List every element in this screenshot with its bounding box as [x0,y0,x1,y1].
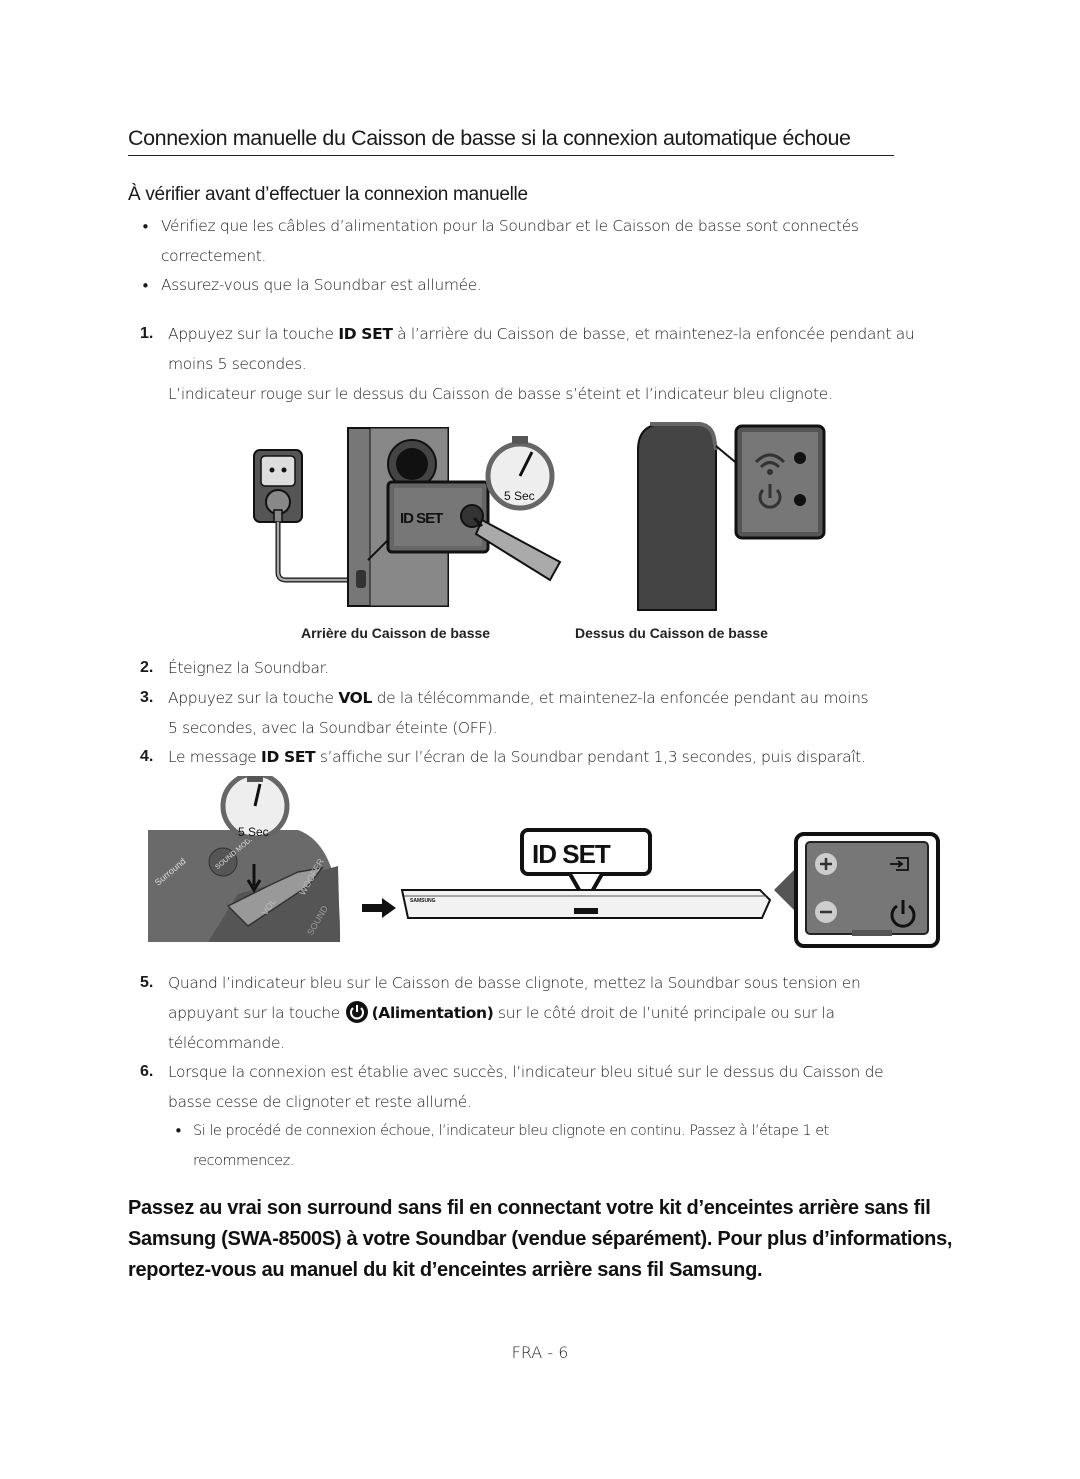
step-number: 4. [140,748,154,765]
caption-top: Dessus du Caisson de basse [575,625,768,641]
bullet-dot: • [174,1122,183,1140]
bullet-1-line-2: correctement. [161,247,266,265]
remote-control-illustration: Surround SOUND MODE VOL WOOFER SOUND 5 S… [148,776,341,942]
step-number: 3. [140,689,154,706]
page-title: Connexion manuelle du Caisson de basse s… [128,126,894,156]
subwoofer-top-illustration [637,422,826,611]
step-3-line-1: Appuyez sur la touche VOL de la télécomm… [168,689,869,707]
step-number: 1. [140,325,154,342]
step-5-line-3: télécommande. [168,1034,285,1052]
bullet-dot: • [141,218,150,236]
power-icon [345,1001,368,1023]
step-1-line-3: L’indicateur rouge sur le dessus du Cais… [168,385,833,403]
svg-text:SAMSUNG: SAMSUNG [410,898,436,904]
subwoofer-rear-illustration: ID SET 5 Sec [253,427,562,607]
step-5-line-1: Quand l’indicateur bleu sur le Caisson d… [168,974,861,992]
id-set-button-label: ID SET [400,510,443,527]
step-number: 5. [140,974,154,991]
caption-rear: Arrière du Caisson de basse [301,625,491,641]
note-line-1: Si le procédé de connexion échoue, l’ind… [193,1123,829,1139]
bullet-dot: • [141,277,150,295]
step-1-line-2: moins 5 secondes. [168,355,307,373]
step-2: Éteignez la Soundbar. [168,659,329,677]
step-6-line-2: basse cesse de clignoter et reste allumé… [168,1093,472,1111]
step-3-line-2: 5 secondes, avec la Soundbar éteinte (OF… [168,719,498,737]
step-4: Le message ID SET s’affiche sur l’écran … [168,748,866,766]
section-subtitle: À vérifier avant d’effectuer la connexio… [128,184,528,205]
step-5-line-2: appuyant sur la touche (Alimentation) su… [168,998,835,1028]
bullet-1-line-1: Vérifiez que les câbles d’alimentation p… [161,217,859,235]
arrow-right-icon [362,898,396,918]
bullet-2: Assurez-vous que la Soundbar est allumée… [161,276,482,294]
id-set-display: ID SET [532,839,611,869]
step-6-line-1: Lorsque la connexion est établie avec su… [168,1063,884,1081]
soundbar-side-panel-illustration [774,832,940,948]
timer-label: 5 Sec [504,489,535,503]
page-number: FRA - 6 [511,1343,569,1362]
promo-paragraph: Passez au vrai son surround sans fil en … [128,1197,953,1281]
soundbar-illustration: ID SET SAMSUNG [400,828,772,919]
step-number: 2. [140,659,154,676]
step-number: 6. [140,1063,154,1080]
step-1-line-1: Appuyez sur la touche ID SET à l’arrière… [168,325,915,343]
timer-label: 5 Sec [238,825,269,839]
note-line-2: recommencez. [193,1153,294,1169]
